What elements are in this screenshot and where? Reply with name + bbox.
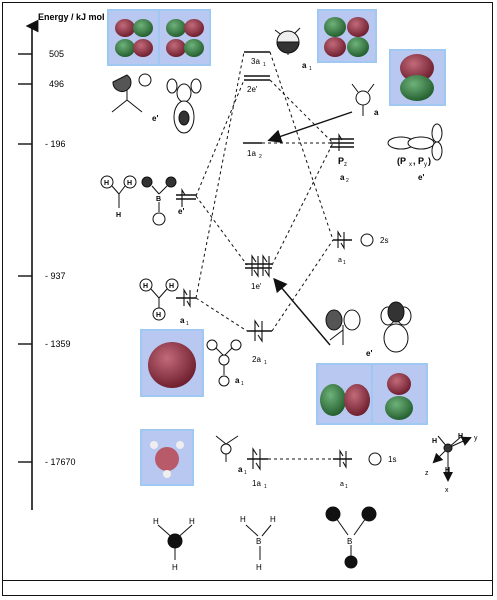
orbital-2s-circle — [360, 233, 374, 247]
sketch-a1-top — [274, 27, 301, 55]
molecule-h3-bottom — [157, 524, 193, 560]
label-left-e-prime-top: e' — [152, 114, 158, 123]
label-h-4: H — [143, 283, 148, 290]
sketch-pz — [387, 123, 443, 161]
bottom-bh3-h-1: H — [240, 515, 246, 524]
bottom-h-1: H — [153, 517, 159, 526]
label-1s: 1s — [388, 455, 396, 464]
label-left-a1-mid-sub: 1 — [186, 321, 189, 327]
arrow-a2-to-1a2 — [267, 111, 353, 144]
bottom-b: B — [347, 537, 352, 546]
tick-label-505: 505 — [49, 49, 64, 59]
frame-axis-y: y — [474, 435, 478, 442]
label-2s: 2s — [380, 236, 388, 245]
energy-axis-title: Energy / kJ mol — [38, 12, 105, 22]
sketch-e-prime-right — [325, 301, 412, 353]
label-pxpy-mid: , P — [413, 156, 424, 166]
label-right-a2-lower: a — [340, 173, 345, 182]
label-1a2-sub: 2 — [259, 154, 262, 160]
label-h-2: H — [127, 180, 132, 187]
label-right-a2: a — [374, 108, 379, 117]
tick-label-1359: - 1359 — [45, 339, 71, 349]
label-2e: 2e' — [247, 85, 258, 94]
label-pxpy-x: x — [409, 162, 412, 168]
label-3a1: 3a — [251, 57, 260, 66]
label-right-a1-1s: a — [340, 481, 344, 488]
label-pz-sub: z — [344, 162, 347, 168]
correlation-lines — [195, 51, 334, 460]
bottom-bh3-b: B — [256, 537, 261, 546]
orbital-1s-circle — [368, 452, 382, 466]
label-3a1-sub: 1 — [263, 62, 266, 68]
frame-h-3: H — [445, 467, 450, 474]
label-1a1: 1a — [252, 479, 261, 488]
label-b-left: B — [156, 196, 161, 203]
label-left-a1-bottom: a — [238, 465, 243, 474]
sketch-a1-1359 — [206, 339, 242, 387]
label-left-a1-bottom-sub: 1 — [244, 470, 247, 476]
tick-label-17670: - 17670 — [45, 457, 76, 467]
label-left-a1-mid: a — [180, 316, 185, 325]
orbital-panel-e-prime-1e — [316, 363, 428, 425]
label-right-a2-lower-sub: 2 — [346, 178, 349, 184]
label-1a2: 1a — [247, 149, 256, 158]
sketch-e-prime-top-right — [166, 78, 202, 134]
label-left-a1-low: a — [235, 376, 240, 385]
sketch-a1-1s-left — [215, 435, 239, 462]
frame-axis-z: z — [425, 470, 429, 477]
label-pxpy-close: ) — [428, 156, 431, 166]
label-left-a1-low-sub: 1 — [241, 381, 244, 387]
bottom-h-3: H — [172, 563, 178, 572]
axis-ticks: 505 496 - 196 - 937 - 1359 - 17670 — [18, 49, 76, 467]
label-right-e-prime: e' — [418, 173, 424, 182]
label-2a1: 2a — [252, 355, 261, 364]
frame-axis-x: x — [445, 487, 449, 494]
bottom-bh3-h-2: H — [270, 515, 276, 524]
tick-label-496: 496 — [49, 79, 64, 89]
label-2a1-sub: 1 — [264, 360, 267, 366]
frame-h-1: H — [432, 438, 437, 445]
orbital-panel-1s — [140, 429, 194, 486]
sketch-bh3-left — [141, 176, 177, 226]
label-pz: P — [338, 156, 344, 166]
label-right-a1-2s: a — [338, 257, 342, 264]
label-right-top-a1: a — [302, 61, 307, 70]
molecule-b-orbitals-bottom — [325, 506, 377, 569]
sketch-h3-a1-left — [139, 278, 179, 321]
sketch-h3-left — [100, 175, 137, 208]
label-right-e-prime-lower: e' — [366, 349, 372, 358]
bottom-h-2: H — [189, 517, 195, 526]
label-h-1: H — [104, 180, 109, 187]
label-pxpy-y: y — [424, 162, 427, 168]
arrow-e-to-1e — [273, 277, 331, 346]
frame-h-2: H — [458, 433, 463, 440]
orbital-panel-a1-1359 — [140, 329, 204, 397]
label-h-6: H — [156, 312, 161, 319]
tick-label-196: - 196 — [45, 139, 66, 149]
orbital-panel-top-left — [107, 9, 211, 66]
figure-frame — [2, 2, 493, 596]
molecule-bh3-bottom — [245, 524, 272, 560]
label-right-a1-1s-sub: 1 — [345, 484, 348, 490]
label-h-3: H — [116, 212, 121, 219]
label-1a1-sub: 1 — [264, 484, 267, 490]
electron-arrows — [181, 133, 347, 471]
sketch-a2-right — [351, 83, 375, 116]
bottom-bh3-h-3: H — [256, 563, 262, 572]
sketch-e-prime-top-left — [111, 73, 152, 113]
label-pxpy: (P — [397, 156, 406, 166]
label-right-a1-2s-sub: 1 — [343, 260, 346, 266]
label-left-e-prime-mid: e' — [178, 207, 184, 216]
caption-bar — [2, 580, 493, 597]
tick-label-937: - 937 — [45, 271, 66, 281]
coordinate-frame — [432, 435, 472, 482]
orbital-panel-top-right — [317, 9, 377, 63]
orbital-panel-a2 — [389, 49, 446, 106]
label-1e: 1e' — [251, 282, 262, 291]
label-right-top-a1-sub: 1 — [309, 66, 312, 72]
label-h-5: H — [169, 283, 174, 290]
